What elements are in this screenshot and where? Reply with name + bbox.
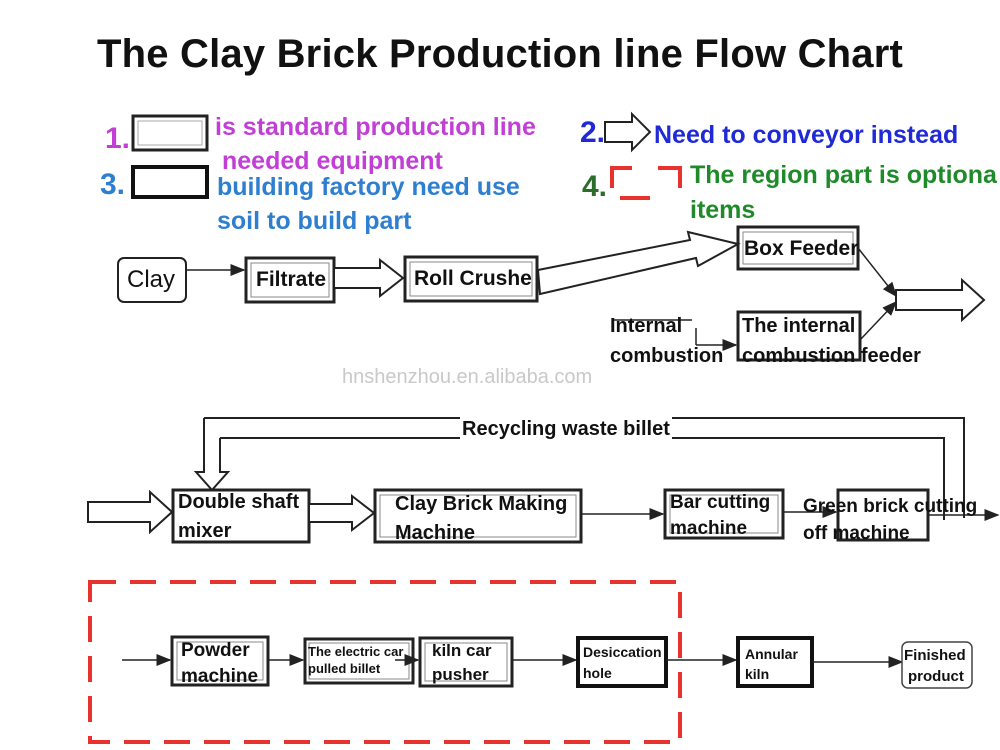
node-double-shaft-line1: Double shaft — [178, 491, 300, 513]
legend-1-number: 1. — [105, 122, 131, 155]
node-powder-line2: machine — [181, 666, 259, 687]
node-electric-car-line2: pulled billet — [308, 661, 381, 676]
node-green-brick-line2: off machine — [803, 523, 910, 544]
node-clay: Clay — [127, 266, 176, 293]
legend-4-text-line2: items — [690, 196, 756, 224]
legend-1-text-line1: is standard production line — [215, 113, 536, 141]
node-desiccation-line1: Desiccation — [583, 644, 662, 660]
legend-1-text-line2: needed equipment — [222, 147, 443, 175]
node-finished-line1: Finished — [904, 647, 966, 664]
node-internal-feeder-line2: combustion feeder — [742, 345, 921, 367]
node-double-shaft-line2: mixer — [178, 520, 232, 542]
legend-4-text-line1: The region part is optiona — [690, 161, 997, 189]
page-title: The Clay Brick Production line Flow Char… — [96, 32, 904, 76]
watermark-text: hnshenzhou.en.alibaba.com — [342, 366, 593, 388]
legend-3-number: 3. — [100, 168, 126, 201]
node-desiccation-line2: hole — [583, 665, 612, 681]
legend-3-text-line2: soil to build part — [217, 207, 412, 235]
legend-standard-box-icon — [131, 114, 209, 152]
node-powder-line1: Powder — [181, 640, 250, 661]
node-roll-crusher: Roll Crushe — [414, 267, 532, 290]
optional-region-border — [88, 580, 682, 744]
legend-2-number: 2. — [580, 116, 606, 149]
node-internal-line1: Internal — [610, 315, 683, 337]
node-annular-line1: Annular — [745, 646, 798, 662]
legend-optional-region-icon — [610, 166, 682, 200]
node-brick-machine-line2: Machine — [395, 522, 476, 544]
legend-2-text: Need to conveyor instead — [654, 121, 959, 149]
node-annular-line2: kiln — [745, 666, 770, 682]
clay-box — [117, 257, 187, 303]
node-kiln-pusher-line1: kiln car — [432, 641, 492, 660]
node-bar-cutting-line2: machine — [670, 518, 748, 539]
node-box-feeder: Box Feeder — [744, 237, 859, 260]
legend-4-number: 4. — [582, 170, 608, 203]
node-electric-car-line1: The electric car — [308, 644, 404, 659]
node-green-brick-line1: Green brick cutting — [803, 496, 978, 517]
node-internal-feeder-line1: The internal — [742, 315, 856, 337]
label-recycling-waste-billet: Recycling waste billet — [460, 417, 672, 442]
node-filtrate: Filtrate — [256, 268, 327, 291]
node-internal-line2: combustion — [610, 345, 724, 367]
legend-3-text-line1: building factory need use — [217, 173, 520, 201]
node-finished-line2: product — [908, 668, 964, 685]
legend-thick-box-icon — [131, 165, 209, 199]
node-kiln-pusher-line2: pusher — [432, 665, 489, 684]
node-brick-machine-line1: Clay Brick Making — [395, 493, 568, 515]
node-bar-cutting-line1: Bar cutting — [670, 492, 771, 513]
legend-conveyor-arrow-icon — [604, 111, 652, 153]
